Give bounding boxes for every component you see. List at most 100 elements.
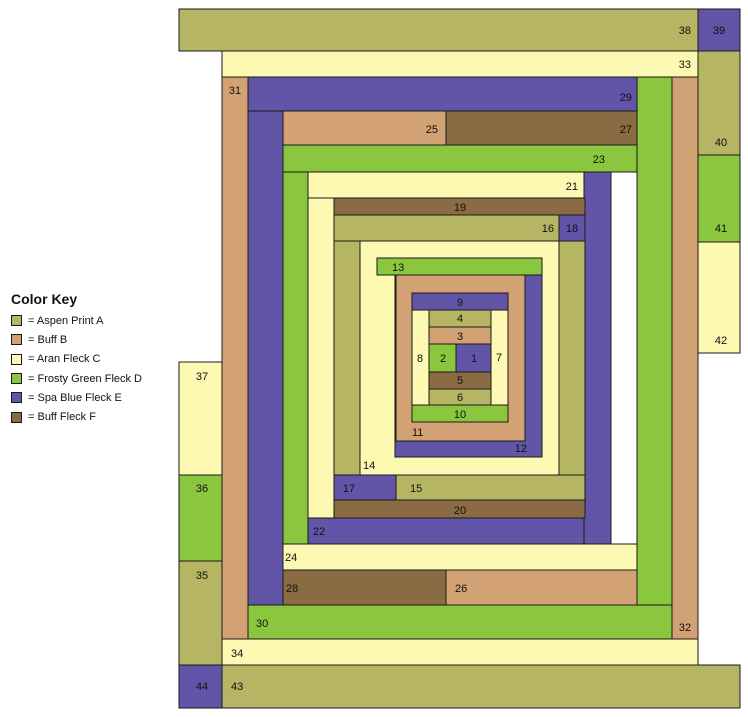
quilt-piece-22 <box>307 517 585 545</box>
quilt-piece-label-43: 43 <box>231 681 243 693</box>
key-label-d: = Frosty Green Fleck D <box>28 372 143 385</box>
quilt-piece-label-36: 36 <box>196 483 208 495</box>
quilt-piece-21 <box>307 171 585 199</box>
key-label-c: = Aran Fleck C <box>28 353 101 366</box>
quilt-piece-label-28: 28 <box>286 583 298 595</box>
quilt-piece-label-21: 21 <box>566 181 578 193</box>
quilt-piece-label-41: 41 <box>715 223 727 235</box>
quilt-piece-15 <box>395 474 586 501</box>
quilt-piece-31 <box>221 76 249 640</box>
swatch-d <box>11 373 22 385</box>
quilt-frame-6 <box>333 240 361 476</box>
quilt-piece-label-16: 16 <box>542 223 554 235</box>
quilt-piece-label-38: 38 <box>679 25 691 37</box>
quilt-piece-29 <box>247 76 638 112</box>
quilt-piece-label-17: 17 <box>343 483 355 495</box>
quilt-piece-27 <box>445 110 638 146</box>
quilt-piece-label-8: 8 <box>417 353 423 365</box>
key-item-aran-fleck-c: = Aran Fleck C <box>11 350 181 369</box>
quilt-piece-label-19: 19 <box>454 202 466 214</box>
color-key: Color Key = Aspen Print A = Buff B = Ara… <box>11 291 181 427</box>
quilt-piece-41 <box>697 154 741 243</box>
quilt-piece-label-30: 30 <box>256 618 268 630</box>
quilt-piece-label-5: 5 <box>457 375 463 387</box>
quilt-piece-43 <box>221 664 741 709</box>
quilt-piece-17 <box>333 474 397 501</box>
quilt-piece-37 <box>178 361 223 476</box>
quilt-piece-label-24: 24 <box>285 552 297 564</box>
quilt-piece-44 <box>178 664 223 709</box>
key-item-spa-blue-fleck-e: = Spa Blue Fleck E <box>11 388 181 407</box>
key-item-buff-fleck-f: = Buff Fleck F <box>11 407 181 426</box>
quilt-frame-0 <box>247 110 284 606</box>
key-label-e: = Spa Blue Fleck E <box>28 391 122 404</box>
quilt-piece-label-3: 3 <box>457 331 463 343</box>
quilt-piece-30 <box>247 604 673 640</box>
quilt-piece-label-20: 20 <box>454 505 466 517</box>
quilt-piece-label-23: 23 <box>593 154 605 166</box>
quilt-piece-23 <box>282 144 638 173</box>
quilt-piece-label-15: 15 <box>410 483 422 495</box>
key-label-a: = Aspen Print A <box>28 314 104 327</box>
key-label-f: = Buff Fleck F <box>28 411 96 424</box>
swatch-c <box>11 353 22 365</box>
quilt-piece-26 <box>445 569 638 606</box>
quilt-piece-label-4: 4 <box>457 313 463 325</box>
quilt-piece-18 <box>558 214 586 242</box>
quilt-piece-label-26: 26 <box>455 583 467 595</box>
quilt-piece-33 <box>221 50 699 78</box>
quilt-piece-label-22: 22 <box>313 526 325 538</box>
quilt-piece-label-2: 2 <box>440 353 446 365</box>
quilt-piece-39 <box>697 8 741 52</box>
quilt-piece-label-7: 7 <box>496 352 502 364</box>
key-item-aspen-print-a: = Aspen Print A <box>11 311 181 330</box>
quilt-piece-34 <box>221 638 699 666</box>
quilt-piece-label-10: 10 <box>454 409 466 421</box>
quilt-piece-label-35: 35 <box>196 570 208 582</box>
quilt-piece-label-13: 13 <box>392 262 404 274</box>
quilt-piece-label-18: 18 <box>566 223 578 235</box>
color-key-title: Color Key <box>11 291 78 307</box>
quilt-piece-40 <box>697 50 741 156</box>
quilt-piece-label-37: 37 <box>196 371 208 383</box>
quilt-piece-label-1: 1 <box>471 353 477 365</box>
quilt-piece-28 <box>282 569 447 606</box>
quilt-frame-2 <box>282 171 309 545</box>
quilt-piece-label-12: 12 <box>515 443 527 455</box>
quilt-frame-1 <box>636 76 673 606</box>
quilt-piece-label-27: 27 <box>620 124 632 136</box>
quilt-piece-label-33: 33 <box>679 59 691 71</box>
quilt-piece-38 <box>178 8 699 52</box>
quilt-piece-label-40: 40 <box>715 137 727 149</box>
quilt-piece-label-31: 31 <box>229 85 241 97</box>
quilt-piece-24 <box>282 543 638 571</box>
quilt-piece-label-14: 14 <box>363 460 375 472</box>
key-item-buff-b: = Buff B <box>11 330 181 349</box>
quilt-piece-label-6: 6 <box>457 392 463 404</box>
quilt-piece-label-11: 11 <box>412 427 423 439</box>
key-item-frosty-green-fleck-d: = Frosty Green Fleck D <box>11 369 181 388</box>
quilt-piece-42 <box>697 241 741 354</box>
quilt-frame-3 <box>583 171 612 545</box>
swatch-f <box>11 411 22 423</box>
quilt-piece-16 <box>333 214 560 242</box>
quilt-piece-32 <box>671 76 699 640</box>
swatch-e <box>11 392 22 404</box>
swatch-a <box>11 315 22 327</box>
quilt-piece-label-34: 34 <box>231 648 243 660</box>
quilt-frame-4 <box>307 197 335 519</box>
quilt-frame-7 <box>558 240 586 476</box>
key-label-b: = Buff B <box>28 333 68 346</box>
quilt-piece-1 <box>455 343 492 373</box>
quilt-piece-25 <box>282 110 447 146</box>
quilt-piece-label-29: 29 <box>620 92 632 104</box>
quilt-piece-label-42: 42 <box>715 335 727 347</box>
quilt-piece-label-39: 39 <box>713 25 725 37</box>
quilt-piece-label-9: 9 <box>457 297 463 309</box>
quilt-piece-label-25: 25 <box>426 124 438 136</box>
quilt-piece-label-44: 44 <box>196 681 208 693</box>
quilt-piece-35 <box>178 560 223 666</box>
quilt-piece-label-32: 32 <box>679 622 691 634</box>
swatch-b <box>11 334 22 346</box>
